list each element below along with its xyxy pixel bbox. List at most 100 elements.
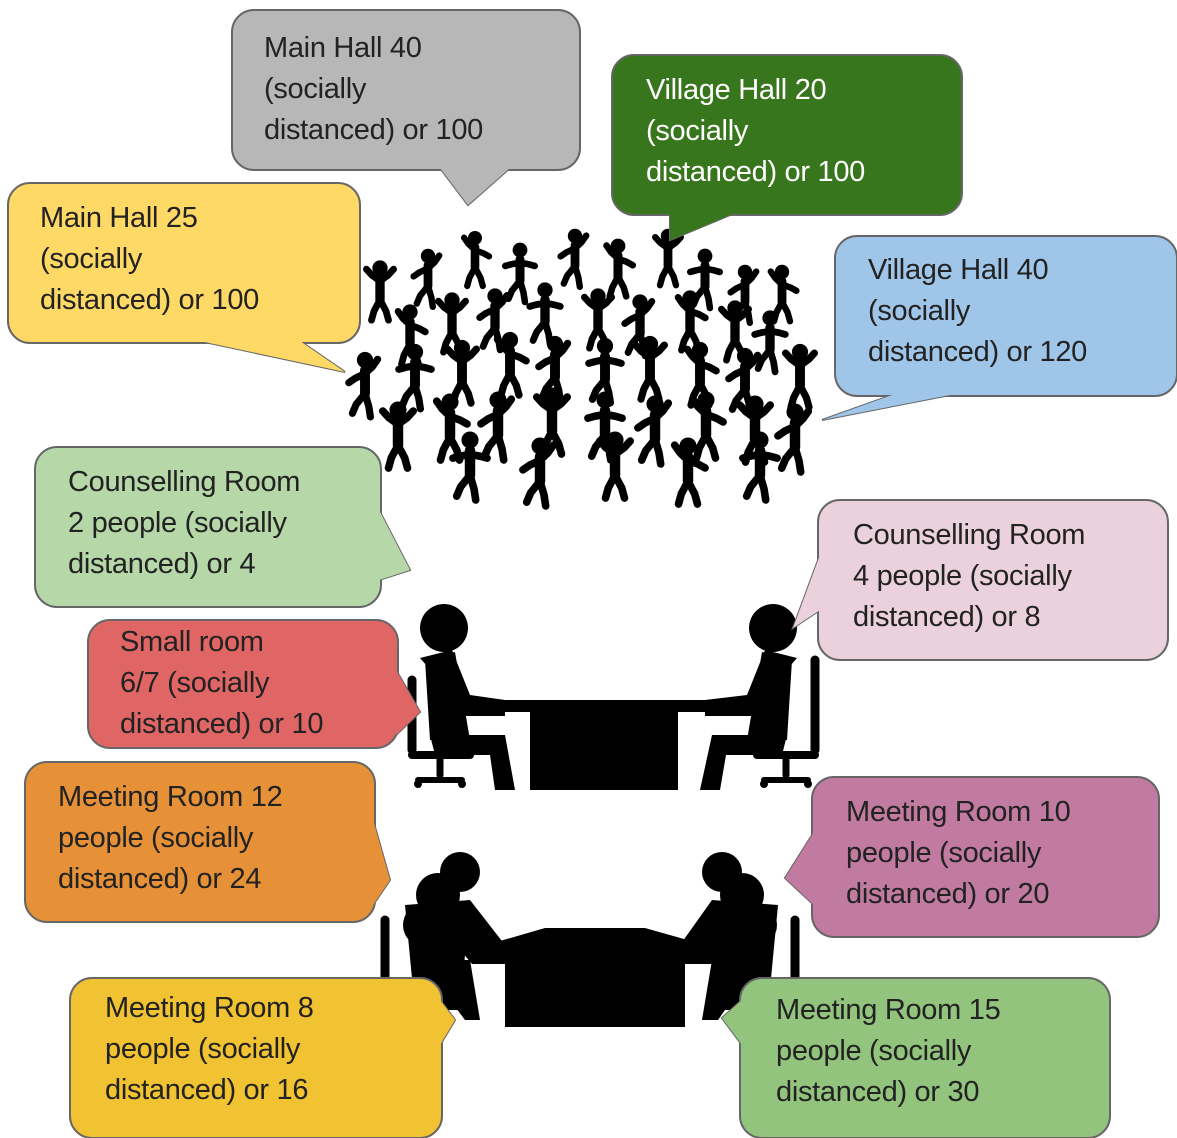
callout-text-meeting-room-8: Meeting Room 8 people (socially distanced)… [105, 988, 314, 1111]
callout-line: (socially [40, 243, 143, 275]
crowd-figure [581, 288, 615, 352]
callout-text-small-room: Small room 6/7 (socially distanced) or 10 [120, 622, 323, 745]
callout-box [69, 977, 443, 1138]
crowd-figure [751, 310, 789, 376]
callout-meeting-room-10 [783, 776, 1160, 938]
crowd-figure [585, 337, 625, 407]
callout-box [611, 54, 963, 216]
crowd-figure [774, 403, 813, 476]
callout-line: 2 people (socially [68, 507, 287, 539]
callout-main-hall-25 [7, 182, 361, 373]
callout-line: distanced) or 16 [105, 1074, 309, 1106]
callout-box [231, 9, 581, 171]
crowd-figure [460, 230, 493, 290]
callout-small-room [87, 619, 422, 749]
crowd-figure [519, 437, 558, 510]
callout-line: Village Hall 40 [868, 254, 1049, 286]
callout-text-meeting-room-15: Meeting Room 15 people (socially distanced… [776, 990, 1001, 1113]
crowd-figure [634, 395, 673, 468]
callout-line: Meeting Room 10 [846, 796, 1071, 828]
callout-line: Counselling Room [68, 466, 301, 498]
crowd-figure [345, 351, 382, 421]
callout-tail-fill [373, 820, 390, 905]
callout-line: 4 people (socially [853, 560, 1072, 592]
callout-line: people (socially [105, 1033, 301, 1065]
callout-tail-fill [670, 213, 735, 240]
callout-meeting-room-12 [24, 761, 392, 923]
callout-line: Meeting Room 15 [776, 994, 1001, 1026]
crowd-figure [444, 339, 480, 407]
callout-line: distanced) or 100 [40, 284, 259, 316]
callout-line: distanced) or 100 [646, 156, 865, 188]
crowd-figure [493, 331, 530, 399]
callout-village-hall-20 [611, 54, 963, 242]
crowd-figure [670, 437, 709, 508]
callout-counselling-room-4 [790, 499, 1169, 661]
crowd-figure [449, 431, 491, 504]
callout-box [834, 235, 1177, 397]
callout-line: distanced) or 30 [776, 1076, 980, 1108]
crowd-figure [595, 431, 635, 502]
crowd-figure [526, 282, 564, 348]
callout-line: Counselling Room [853, 519, 1086, 551]
callout-line: people (socially [58, 822, 254, 854]
callout-tail-fill [200, 341, 345, 372]
callout-meeting-room-15 [720, 977, 1111, 1138]
crowd-figure [501, 242, 539, 306]
crowd-figure [688, 391, 727, 462]
callout-line: (socially [646, 115, 749, 147]
crowd-figure [532, 387, 572, 458]
crowd-icon [345, 228, 819, 510]
callout-line: distanced) or 4 [68, 548, 256, 580]
crowd-figure [378, 401, 418, 472]
two-person-meeting-icon [407, 604, 820, 790]
callout-meeting-room-8 [69, 977, 457, 1138]
callout-line: distanced) or 8 [853, 601, 1041, 633]
callout-line: Meeting Room 12 [58, 781, 283, 813]
callout-tail-fill [379, 510, 410, 580]
callout-village-hall-40 [821, 235, 1177, 421]
callout-box [739, 977, 1111, 1138]
callout-line: people (socially [846, 837, 1042, 869]
callout-line: Small room [120, 626, 264, 658]
callout-text-main-hall-25: Main Hall 25 (socially distanced) or 100 [40, 198, 259, 321]
crowd-figure [395, 343, 435, 413]
callout-line: (socially [264, 73, 367, 105]
callout-tail-fill [722, 1000, 742, 1045]
callout-main-hall-40 [231, 9, 581, 207]
callout-line: distanced) or 120 [868, 336, 1087, 368]
callout-line: distanced) or 20 [846, 878, 1050, 910]
callout-text-village-hall-20: Village Hall 20 (socially distanced) or 10… [646, 70, 865, 193]
callout-tail-fill [822, 394, 955, 420]
crowd-figure [584, 391, 626, 464]
callout-line: distanced) or 100 [264, 114, 483, 146]
callout-box [7, 182, 361, 344]
callout-tail-fill [440, 1000, 455, 1045]
crowd-figure [739, 431, 781, 504]
callout-line: Village Hall 20 [646, 74, 827, 106]
callout-line: distanced) or 24 [58, 863, 262, 895]
crowd-figure [362, 260, 398, 324]
callout-text-counselling-room-4: Counselling Room 4 people (socially distan… [853, 515, 1085, 638]
callout-tail-fill [396, 670, 420, 735]
crowd-figure [674, 290, 709, 354]
crowd-figure [781, 343, 819, 411]
callout-text-meeting-room-10: Meeting Room 10 people (socially distanced… [846, 792, 1071, 915]
callout-tail-fill [785, 832, 814, 905]
crowd-figure [410, 248, 443, 310]
crowd-figure [603, 238, 637, 300]
crowd-figure [631, 335, 669, 403]
callout-tail-fill [440, 168, 510, 205]
callout-line: distanced) or 10 [120, 708, 324, 740]
callout-text-counselling-room-2: Counselling Room 2 people (socially distan… [68, 462, 300, 585]
callout-tail-fill [793, 555, 820, 628]
callout-text-meeting-room-12: Meeting Room 12 people (socially distanced… [58, 777, 283, 900]
callout-line: people (socially [776, 1035, 972, 1067]
callout-line: 6/7 (socially [120, 667, 270, 699]
callout-line: Main Hall 25 [40, 202, 198, 234]
crowd-figure [477, 391, 516, 464]
crowd-figure [557, 228, 590, 290]
callout-line: Meeting Room 8 [105, 992, 314, 1024]
